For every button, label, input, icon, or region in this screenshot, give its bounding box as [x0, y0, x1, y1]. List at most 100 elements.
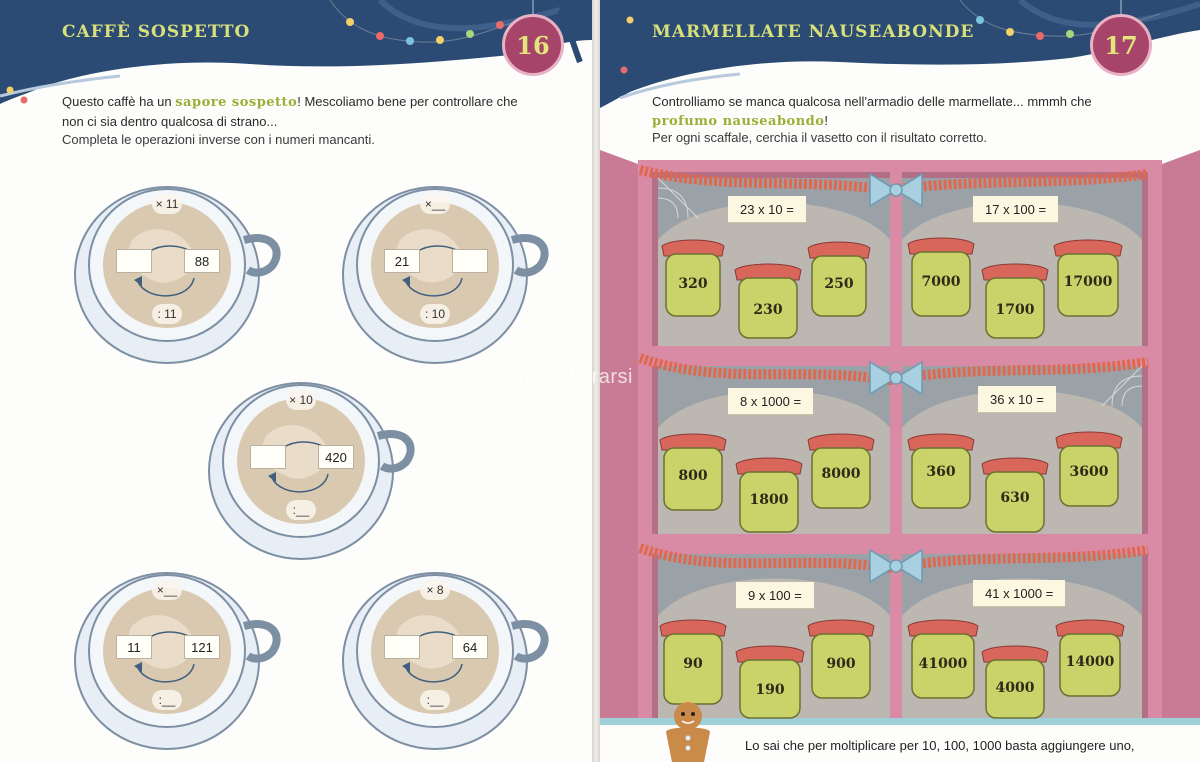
gingerbread-character	[666, 702, 710, 762]
answer-box-right[interactable]: 64	[452, 635, 488, 659]
jar-illustration	[659, 619, 727, 705]
page-number-badge-right: 17	[1090, 14, 1152, 76]
jar-value: 7000	[921, 274, 961, 290]
cup-bottom-operation: : 10	[420, 304, 450, 324]
jar-illustration	[661, 239, 725, 317]
jam-jar[interactable]: 190	[734, 644, 806, 727]
cup-bottom-operation: :__	[420, 690, 450, 710]
jam-jar[interactable]: 4000	[980, 644, 1050, 727]
jam-jar[interactable]: 17000	[1052, 238, 1124, 325]
jam-jar[interactable]: 250	[806, 240, 872, 325]
jar-illustration	[907, 619, 979, 699]
jam-jar[interactable]: 7000	[906, 236, 976, 325]
jar-value: 190	[755, 682, 785, 698]
footer-tip: Lo sai che per moltiplicare per 10, 100,…	[745, 738, 1135, 753]
intro-text-right: Controlliamo se manca qualcosa nell'arma…	[652, 94, 1092, 129]
jar-illustration	[981, 457, 1049, 533]
coffee-cup-1: × 11 88 : 11	[72, 170, 282, 370]
page-title-right: MARMELLATE NAUSEABONDE	[652, 22, 975, 42]
coffee-cup-3: × 10 420 :__	[206, 366, 416, 566]
jam-jar[interactable]: 41000	[906, 618, 980, 707]
jar-illustration	[735, 645, 805, 719]
highlight-phrase: profumo nauseabondo	[652, 114, 825, 129]
answer-box-right[interactable]: 420	[318, 445, 354, 469]
jar-illustration	[807, 619, 875, 699]
jar-illustration	[807, 241, 871, 317]
jar-value: 900	[826, 656, 856, 672]
jar-illustration	[734, 263, 802, 339]
highlight-phrase: sapore sospetto	[175, 95, 298, 110]
jam-jar[interactable]: 1800	[734, 456, 804, 541]
jar-value: 360	[926, 464, 956, 480]
jar-value: 250	[824, 276, 854, 292]
page-number-badge-left: 16	[502, 14, 564, 76]
answer-box-right[interactable]	[452, 249, 488, 273]
jar-illustration	[1055, 619, 1125, 697]
jar-value: 8000	[821, 466, 861, 482]
answer-box-left[interactable]	[384, 635, 420, 659]
jam-jar[interactable]: 3600	[1054, 430, 1124, 515]
right-page: MARMELLATE NAUSEABONDE 17 Controlliamo s…	[600, 0, 1200, 762]
jar-value: 800	[678, 468, 708, 484]
cup-top-operation: ×__	[420, 194, 450, 214]
cup-bottom-operation: :__	[152, 690, 182, 710]
jar-illustration	[981, 263, 1049, 339]
coffee-cup-2: ×__ 21 : 10	[340, 170, 550, 370]
equation-card: 36 x 10 =	[978, 386, 1056, 412]
jam-jar[interactable]: 360	[906, 432, 976, 517]
jam-jar[interactable]: 630	[980, 456, 1050, 541]
left-banner	[0, 0, 592, 104]
jar-value: 3600	[1069, 464, 1109, 480]
jam-jar[interactable]: 90	[658, 618, 728, 713]
jar-illustration	[807, 433, 875, 509]
jam-jar[interactable]: 1700	[980, 262, 1050, 347]
cup-illustration	[208, 382, 415, 560]
coffee-cup-4: ×__ 11 121 :__	[72, 556, 282, 756]
jar-value: 1800	[749, 492, 789, 508]
cup-illustration	[342, 186, 549, 364]
jar-illustration	[981, 645, 1049, 719]
cup-top-operation: × 11	[152, 194, 182, 214]
page-title-left: CAFFÈ SOSPETTO	[62, 22, 251, 42]
jam-jar[interactable]: 900	[806, 618, 876, 707]
jar-value: 4000	[995, 680, 1035, 696]
intro-text-left: Questo caffè ha un sapore sospetto! Mesc…	[62, 94, 518, 129]
equation-card: 17 x 100 =	[973, 196, 1059, 222]
answer-box-left[interactable]: 11	[116, 635, 152, 659]
answer-box-right[interactable]: 121	[184, 635, 220, 659]
ornament-string	[1120, 0, 1122, 16]
answer-box-left[interactable]	[116, 249, 152, 273]
jam-jar[interactable]: 14000	[1054, 618, 1126, 705]
jar-value: 90	[683, 656, 703, 672]
jam-jar[interactable]: 8000	[806, 432, 876, 517]
equation-card: 23 x 10 =	[728, 196, 806, 222]
ornament-string	[532, 0, 534, 16]
jar-illustration	[659, 433, 727, 511]
equation-card: 41 x 1000 =	[973, 580, 1066, 606]
jar-value: 41000	[918, 656, 968, 672]
cup-top-operation: × 10	[286, 390, 316, 410]
equation-card: 9 x 100 =	[736, 582, 814, 608]
equation-card: 8 x 1000 =	[728, 388, 814, 414]
jar-illustration	[907, 237, 975, 317]
answer-box-left[interactable]: 21	[384, 249, 420, 273]
answer-box-left[interactable]	[250, 445, 286, 469]
answer-box-right[interactable]: 88	[184, 249, 220, 273]
cup-bottom-operation: :__	[286, 500, 316, 520]
jam-jar[interactable]: 800	[658, 432, 728, 519]
watermark-text: macrolibrarsi	[512, 366, 633, 388]
jar-illustration	[1055, 431, 1123, 507]
jar-value: 1700	[995, 302, 1035, 318]
jar-illustration	[735, 457, 803, 533]
cup-top-operation: ×__	[152, 580, 182, 600]
jam-jar[interactable]: 230	[733, 262, 803, 347]
jam-jar[interactable]: 320	[660, 238, 726, 325]
coffee-cup-5: × 8 64 :__	[340, 556, 550, 756]
jar-value: 630	[1000, 490, 1030, 506]
jar-value: 230	[753, 302, 783, 318]
string-lights	[6, 0, 521, 104]
instruction-left: Completa le operazioni inverse con i num…	[62, 132, 375, 147]
jar-value: 14000	[1065, 654, 1115, 670]
jar-illustration	[907, 433, 975, 509]
